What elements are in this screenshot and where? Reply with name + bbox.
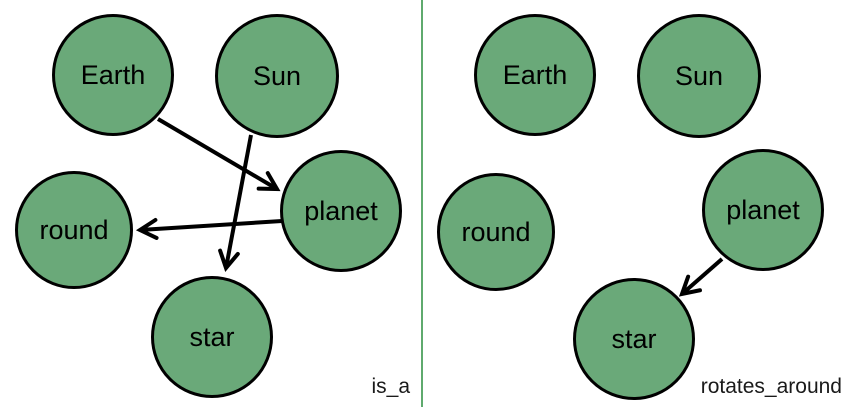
node-label: planet — [726, 194, 800, 225]
node-earth-right: Earth — [474, 14, 596, 136]
edge-planet-to-round — [135, 218, 283, 240]
node-label: round — [461, 216, 531, 247]
node-label: Earth — [502, 59, 568, 90]
panel-label-is-a: is_a — [371, 375, 410, 398]
node-star-left: star — [151, 276, 273, 398]
panel-label-rotates-around: rotates_around — [700, 375, 842, 398]
panel-divider — [421, 0, 423, 407]
node-label: round — [39, 214, 109, 245]
node-label: Earth — [80, 59, 146, 90]
node-label: Sun — [252, 60, 302, 91]
node-earth-left: Earth — [52, 14, 174, 136]
node-sun-left: Sun — [215, 14, 339, 138]
edge-sun-to-star — [218, 134, 253, 273]
node-sun-right: Sun — [637, 14, 761, 138]
edge-planet-to-star — [678, 257, 724, 297]
node-round-left: round — [15, 171, 133, 289]
node-planet-right: planet — [702, 149, 824, 271]
node-star-right: star — [573, 278, 695, 400]
node-round-right: round — [437, 173, 555, 291]
node-label: Sun — [674, 60, 724, 91]
node-label: planet — [304, 195, 378, 226]
node-label: star — [611, 323, 657, 354]
node-planet-left: planet — [280, 150, 402, 272]
node-label: star — [189, 321, 235, 352]
